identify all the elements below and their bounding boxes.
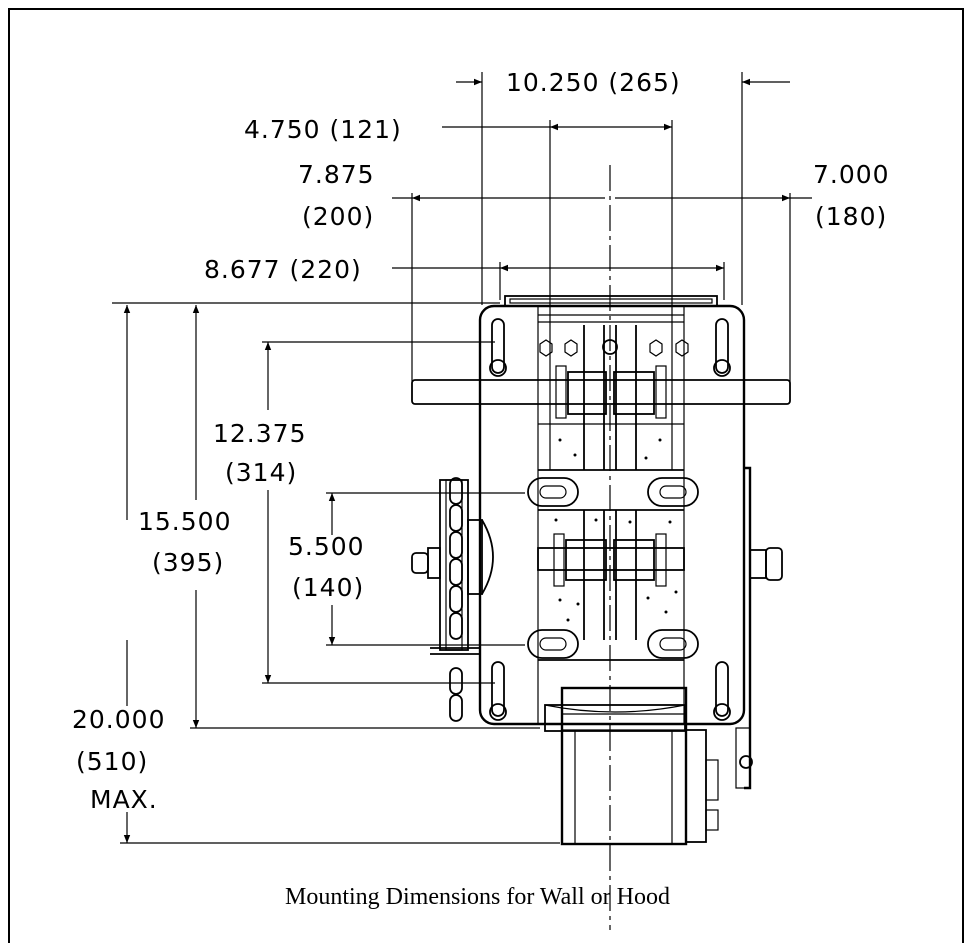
mounting-plate — [478, 304, 746, 726]
right-shaft-label-inches: 7.000 — [813, 160, 890, 189]
dimension-overall-width: 10.250 (265) — [456, 68, 790, 305]
dimension-slot-height: 12.375 (314) — [213, 341, 495, 684]
dimension-overall-height: 20.000 (510) MAX. — [72, 302, 560, 844]
keyhole-slots — [489, 318, 731, 721]
left-shaft-label-inches: 7.875 — [298, 160, 375, 189]
slot-height-label-inches: 12.375 — [213, 419, 306, 448]
oval-slots — [527, 477, 699, 659]
overall-width-label: 10.250 (265) — [506, 68, 681, 97]
dimension-plate-height: 15.500 (395) — [138, 305, 540, 729]
plate-height-label-inches: 15.500 — [138, 507, 231, 536]
dimension-base-width: 8.677 (220) — [204, 255, 725, 300]
chain-sprocket-left — [411, 477, 494, 722]
dimension-left-shaft: 7.875 (200) — [298, 160, 605, 382]
center-slot-label-mm: (140) — [292, 573, 364, 602]
rivet-dots — [554, 438, 678, 622]
sprocket-right — [735, 466, 783, 790]
overall-height-label-inches: 20.000 — [72, 705, 165, 734]
overall-height-label-mm: (510) — [76, 747, 148, 776]
top-cover — [504, 295, 718, 307]
drawing-border — [8, 8, 964, 943]
slot-height-label-mm: (314) — [225, 458, 297, 487]
lower-shaft-assembly — [537, 510, 685, 640]
overall-height-label-max: MAX. — [90, 785, 158, 814]
dimension-right-shaft: 7.000 (180) — [615, 160, 890, 382]
drawing-caption: Mounting Dimensions for Wall or Hood — [285, 884, 670, 910]
dimension-center-slot: 5.500 (140) — [288, 492, 525, 646]
left-shaft-label-mm: (200) — [302, 202, 374, 231]
right-shaft-label-mm: (180) — [815, 202, 887, 231]
plate-height-label-mm: (395) — [152, 548, 224, 577]
motor-housing — [544, 686, 719, 846]
upper-shaft-assembly — [411, 325, 791, 470]
base-width-label: 8.677 (220) — [204, 255, 362, 284]
dimension-inner-spacing: 4.750 (121) — [244, 115, 673, 470]
center-slot-label-inches: 5.500 — [288, 532, 365, 561]
inner-spacing-label: 4.750 (121) — [244, 115, 402, 144]
